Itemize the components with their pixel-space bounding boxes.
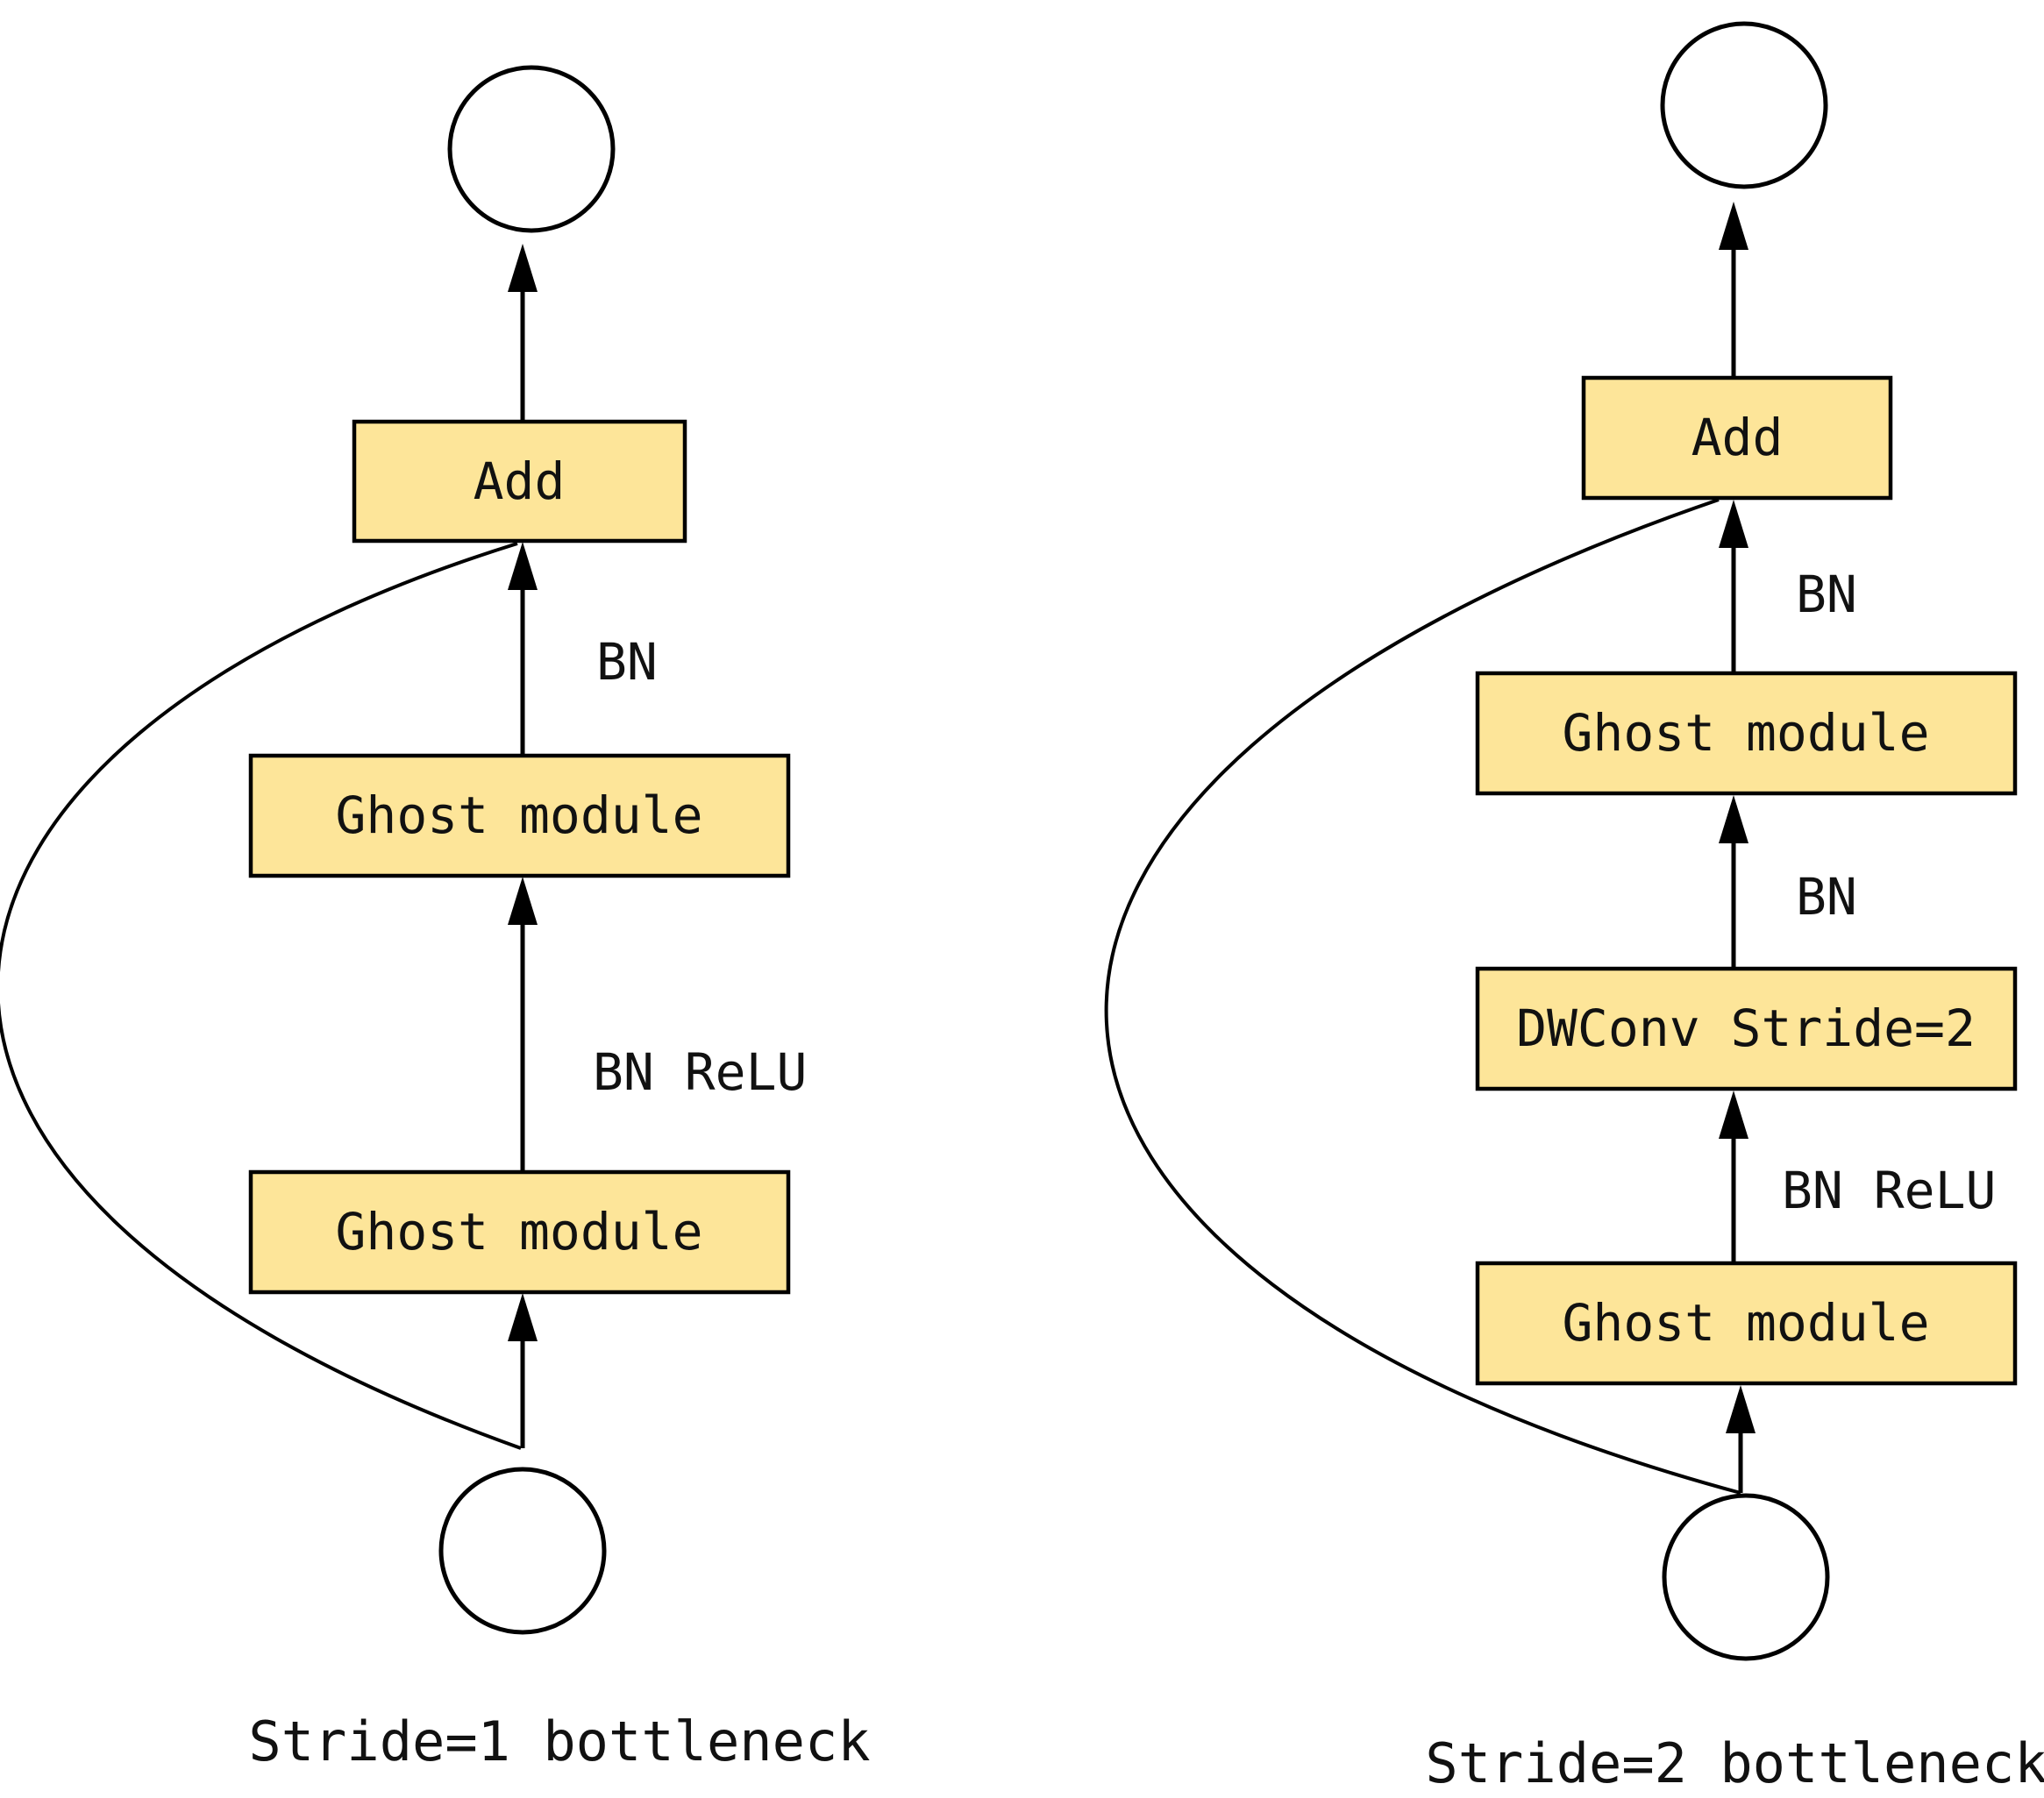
left-add-box <box>352 419 687 544</box>
right-caption: Stride=2 bottleneck <box>1425 1731 2044 1795</box>
right-output-arrowhead <box>1719 202 1748 250</box>
left-skip-connection <box>0 542 522 1450</box>
right-add-arrowhead <box>1719 500 1748 548</box>
left-output-arrowhead <box>508 244 538 292</box>
right-ghost-bottom-arrowhead <box>1726 1385 1756 1433</box>
left-edge-bn-relu-label: BN ReLU <box>593 1042 807 1102</box>
right-edge-bn-top-label: BN <box>1796 565 1857 624</box>
left-ghost-top-arrowhead <box>508 877 538 925</box>
left-ghost-module-bottom-label: Ghost module <box>335 1202 702 1261</box>
right-add-box <box>1581 375 1893 501</box>
right-ghost-module-top <box>1475 671 2018 796</box>
right-ghost-module-top-label: Ghost module <box>1562 703 1929 763</box>
right-input-node <box>1662 1493 1830 1661</box>
right-output-node <box>1660 21 1828 189</box>
left-output-node <box>447 65 616 233</box>
right-skip-connection <box>1104 498 1741 1495</box>
right-add-label: Add <box>1691 408 1784 467</box>
left-ghost-bottom-arrowhead <box>508 1293 538 1341</box>
stride1-bottleneck: Add BN Ghost module BN ReLU Ghost module… <box>0 65 871 1773</box>
left-input-node <box>438 1467 607 1635</box>
left-add-arrowhead <box>508 542 538 590</box>
left-ghost-module-top-label: Ghost module <box>335 785 702 845</box>
left-ghost-module-top <box>248 753 791 878</box>
right-dwconv-arrowhead <box>1719 1091 1748 1139</box>
right-dwconv-box <box>1475 966 2018 1091</box>
right-edge-bn-mid-label: BN <box>1796 867 1857 927</box>
left-caption: Stride=1 bottleneck <box>248 1709 870 1773</box>
left-add-label: Add <box>474 451 566 511</box>
right-ghost-top-arrowhead <box>1719 795 1748 843</box>
right-dwconv-label: DWConv Stride=2 <box>1516 998 1976 1058</box>
right-ghost-module-bottom <box>1475 1261 2018 1386</box>
right-ghost-module-bottom-label: Ghost module <box>1562 1293 1929 1353</box>
stride2-bottleneck: Add BN Ghost module BN DWConv Stride=2 B… <box>1104 21 2044 1795</box>
left-edge-bn-label: BN <box>596 632 658 692</box>
right-edge-bn-relu-label: BN ReLU <box>1782 1161 1996 1220</box>
left-ghost-module-bottom <box>248 1169 791 1295</box>
